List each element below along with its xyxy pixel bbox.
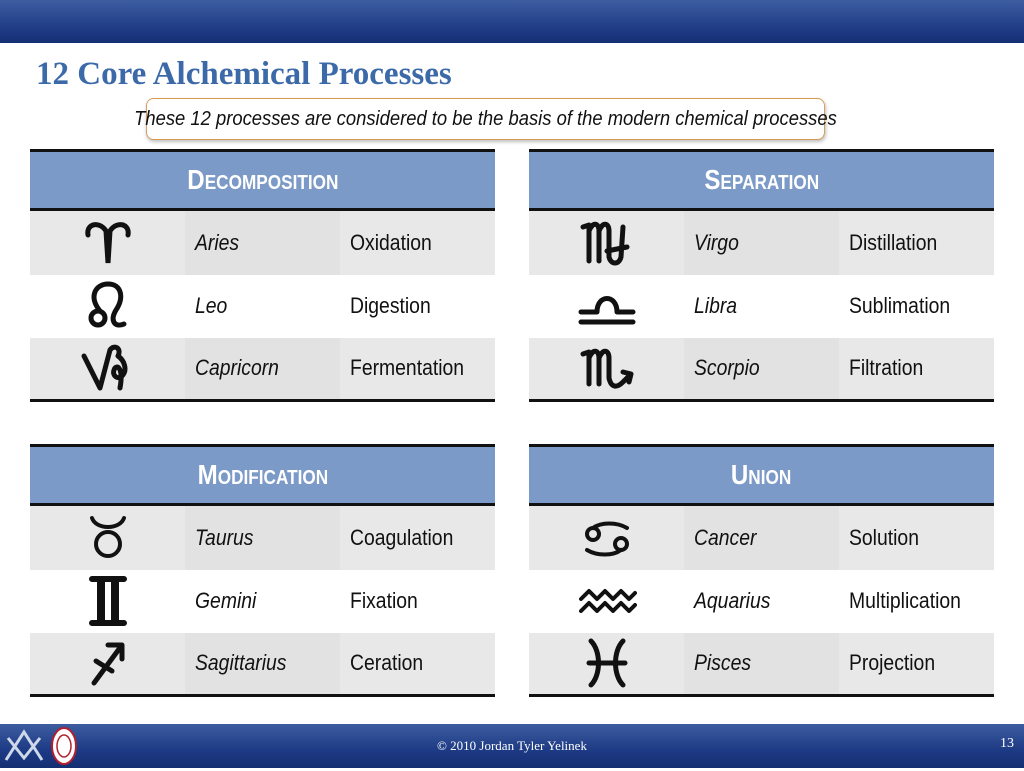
sign-name: Gemini xyxy=(195,588,257,614)
square-compass-logo-icon xyxy=(2,726,46,766)
process-name: Sublimation xyxy=(849,293,951,319)
sign-name: Aries xyxy=(195,229,240,255)
table-row: Pisces Projection xyxy=(529,633,994,697)
sign-name: Taurus xyxy=(195,524,254,550)
group-header: Separation xyxy=(529,149,994,211)
aquarius-icon xyxy=(529,570,684,634)
group-header: Decomposition xyxy=(30,149,495,211)
table-row: Aries Oxidation xyxy=(30,211,495,275)
seal-logo-icon xyxy=(50,726,78,766)
copyright-footer: © 2010 Jordan Tyler Yelinek xyxy=(437,738,587,753)
pisces-icon xyxy=(529,633,684,694)
page-number: 13 xyxy=(1000,736,1014,751)
taurus-icon xyxy=(30,506,185,570)
group-header: Union xyxy=(529,444,994,506)
group-union: Union Cancer Solution Aquarius Multiplic… xyxy=(529,444,994,697)
sign-name: Sagittarius xyxy=(195,650,287,676)
table-row: Aquarius Multiplication xyxy=(529,570,994,634)
sign-name: Leo xyxy=(195,293,228,319)
sign-name: Aquarius xyxy=(694,588,771,614)
bottom-banner xyxy=(0,724,1024,768)
group-header: Modification xyxy=(30,444,495,506)
table-row: Taurus Coagulation xyxy=(30,506,495,570)
slide-title: 12 Core Alchemical Processes xyxy=(36,56,452,92)
virgo-icon xyxy=(529,211,684,275)
sign-name: Pisces xyxy=(694,650,752,676)
scorpio-icon xyxy=(529,338,684,399)
table-row: Scorpio Filtration xyxy=(529,338,994,402)
process-name: Multiplication xyxy=(849,588,961,614)
process-name: Solution xyxy=(849,524,919,550)
aries-icon xyxy=(30,211,185,275)
process-name: Oxidation xyxy=(350,229,432,255)
process-name: Digestion xyxy=(350,293,431,319)
sign-name: Cancer xyxy=(694,524,757,550)
sign-name: Scorpio xyxy=(694,355,760,381)
cancer-icon xyxy=(529,506,684,570)
table-row: Libra Sublimation xyxy=(529,275,994,339)
capricorn-icon xyxy=(30,338,185,399)
process-name: Distillation xyxy=(849,229,938,255)
gemini-icon xyxy=(30,570,185,634)
group-decomposition: Decomposition Aries Oxidation Leo Digest… xyxy=(30,149,495,402)
top-banner xyxy=(0,0,1024,43)
table-row: Capricorn Fermentation xyxy=(30,338,495,402)
table-row: Sagittarius Ceration xyxy=(30,633,495,697)
table-row: Virgo Distillation xyxy=(529,211,994,275)
table-row: Cancer Solution xyxy=(529,506,994,570)
process-name: Coagulation xyxy=(350,524,454,550)
process-name: Projection xyxy=(849,650,936,676)
sign-name: Capricorn xyxy=(195,355,279,381)
process-name: Filtration xyxy=(849,355,924,381)
table-row: Leo Digestion xyxy=(30,275,495,339)
leo-icon xyxy=(30,275,185,339)
sign-name: Virgo xyxy=(694,229,739,255)
callout-box: These 12 processes are considered to be … xyxy=(134,98,837,140)
group-separation: Separation Virgo Distillation Libra Subl… xyxy=(529,149,994,402)
sagittarius-icon xyxy=(30,633,185,694)
libra-icon xyxy=(529,275,684,339)
process-name: Fermentation xyxy=(350,355,465,381)
process-name: Fixation xyxy=(350,588,418,614)
table-row: Gemini Fixation xyxy=(30,570,495,634)
sign-name: Libra xyxy=(694,293,738,319)
process-name: Ceration xyxy=(350,650,424,676)
group-modification: Modification Taurus Coagulation Gemini F… xyxy=(30,444,495,697)
